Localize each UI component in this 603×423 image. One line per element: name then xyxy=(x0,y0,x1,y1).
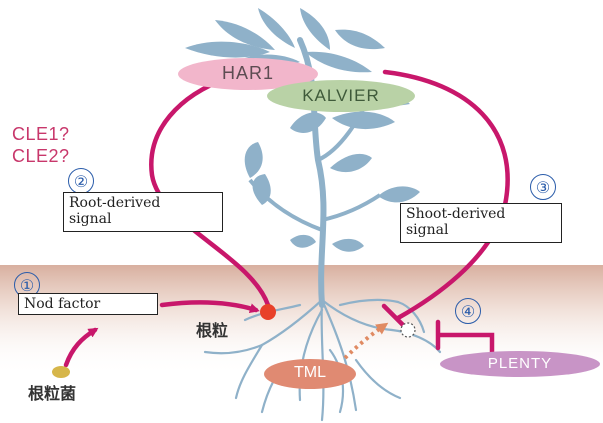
rhizobia-dot xyxy=(52,366,70,378)
nodule-mature xyxy=(260,304,276,320)
plant-shoot xyxy=(185,8,420,305)
nodule-label: 根粒 xyxy=(196,317,228,341)
rhizobia-label: 根粒菌 xyxy=(28,380,76,404)
tml-label: TML xyxy=(264,364,356,382)
step-2-badge: ② xyxy=(68,168,94,194)
nod-factor-box: Nod factor xyxy=(18,293,158,315)
step-4-badge: ④ xyxy=(455,298,481,324)
cle1-label: CLE1? xyxy=(12,124,70,145)
plenty-label: PLENTY xyxy=(440,355,600,372)
cle2-label: CLE2? xyxy=(12,146,70,167)
shoot-signal-box: Shoot-derived signal xyxy=(400,203,562,243)
step-3-badge: ③ xyxy=(530,174,556,200)
kalvier-label: KALVIER xyxy=(267,86,415,106)
root-signal-box: Root-derived signal xyxy=(63,192,223,232)
har1-label: HAR1 xyxy=(178,63,318,84)
nodule-primordium xyxy=(401,323,415,337)
